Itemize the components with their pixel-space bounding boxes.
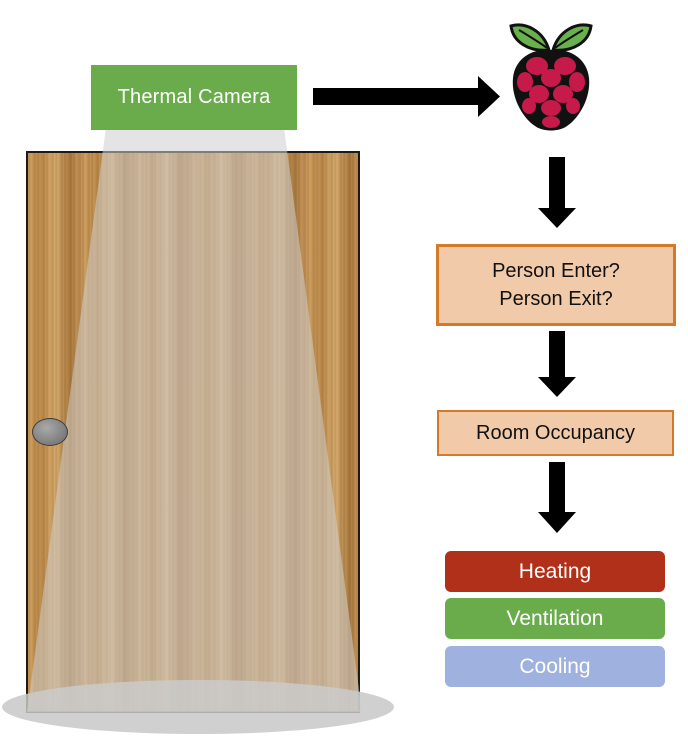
thermal-camera-label: Thermal Camera [117,86,271,108]
room-occupancy-box: Room Occupancy [437,410,674,456]
door-knob-icon [32,418,68,446]
arrow-icon [538,157,576,228]
door-icon [26,151,360,713]
heating-label: Heating [518,559,592,583]
ventilation-label: Ventilation [506,606,604,630]
person-exit-label: Person Exit? [499,288,613,310]
thermal-camera-box: Thermal Camera [91,65,297,130]
floor-shadow [2,680,394,734]
raspberry-pi-icon [509,23,593,131]
arrow-icon [538,331,576,397]
heating-box: Heating [445,551,665,592]
arrow-icon [313,76,500,117]
cooling-box: Cooling [445,646,665,687]
ventilation-box: Ventilation [445,598,665,639]
person-enter-label: Person Enter? [492,260,620,282]
room-occupancy-label: Room Occupancy [476,421,635,444]
person-detection-box: Person Enter? Person Exit? [436,244,676,326]
arrow-icon [538,462,576,533]
cooling-label: Cooling [519,654,591,678]
